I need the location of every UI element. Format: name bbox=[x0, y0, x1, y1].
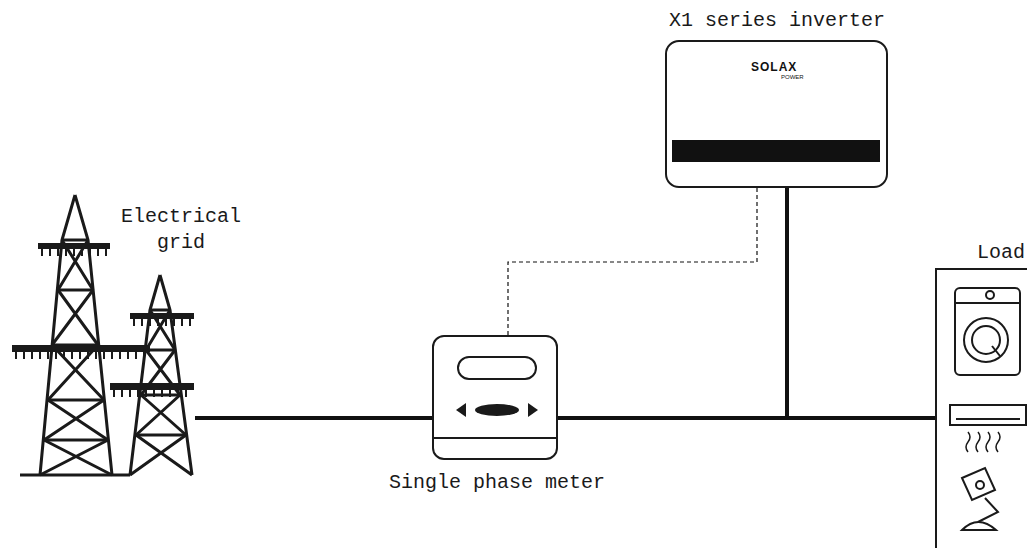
insulator-tick bbox=[57, 249, 59, 256]
right-tower-arms bbox=[110, 313, 194, 390]
insulator-tick bbox=[181, 319, 183, 326]
inverter-display bbox=[672, 140, 880, 162]
signal-cable bbox=[508, 188, 757, 335]
insulator-tick bbox=[105, 249, 107, 256]
lamp-icon bbox=[962, 468, 998, 530]
load-box: Load bbox=[935, 268, 1027, 548]
insulator-tick bbox=[169, 390, 171, 397]
insulator-tick bbox=[137, 390, 139, 397]
node-label: X1 series inverter bbox=[669, 8, 909, 34]
insulator-tick bbox=[49, 249, 51, 256]
air-flow-wave bbox=[996, 432, 1000, 452]
insulator-ticks bbox=[16, 249, 190, 397]
insulator-tick bbox=[47, 352, 49, 359]
insulator-tick bbox=[161, 390, 163, 397]
insulator-tick bbox=[23, 352, 25, 359]
large-tower bbox=[20, 195, 130, 475]
node-label: Single phase meter bbox=[374, 470, 620, 496]
brand-logo: SOLAX bbox=[751, 60, 797, 74]
insulator-tick bbox=[95, 352, 97, 359]
insulator-tick bbox=[103, 352, 105, 359]
insulator-tick bbox=[39, 352, 41, 359]
air-conditioner-icon bbox=[950, 405, 1026, 425]
air-flow-wave bbox=[986, 432, 990, 452]
insulator-tick bbox=[185, 390, 187, 397]
insulator-tick bbox=[145, 390, 147, 397]
insulator-tick bbox=[141, 319, 143, 326]
insulator-tick bbox=[173, 319, 175, 326]
insulator-tick bbox=[65, 249, 67, 256]
insulator-tick bbox=[135, 352, 137, 359]
insulator-tick bbox=[79, 352, 81, 359]
brand-subtext: POWER bbox=[781, 73, 804, 81]
insulator-tick bbox=[157, 319, 159, 326]
insulator-tick bbox=[31, 352, 33, 359]
insulator-tick bbox=[63, 352, 65, 359]
power-line bbox=[787, 188, 935, 418]
insulator-tick bbox=[189, 319, 191, 326]
air-flow-wave bbox=[976, 432, 980, 452]
insulator-tick bbox=[111, 352, 113, 359]
air-flow-waves bbox=[966, 432, 1000, 452]
insulator-tick bbox=[87, 352, 89, 359]
insulator-tick bbox=[127, 352, 129, 359]
air-flow-wave bbox=[966, 432, 970, 452]
insulator-tick bbox=[119, 352, 121, 359]
insulator-tick bbox=[113, 390, 115, 397]
insulator-tick bbox=[165, 319, 167, 326]
insulator-tick bbox=[149, 319, 151, 326]
grid-node: Electrical grid bbox=[5, 200, 195, 475]
node-label: Load bbox=[977, 240, 1027, 266]
insulator-tick bbox=[177, 390, 179, 397]
washing-machine-icon bbox=[955, 288, 1020, 375]
insulator-tick bbox=[55, 352, 57, 359]
node-label: Electrical grid bbox=[116, 204, 246, 256]
insulator-tick bbox=[73, 249, 75, 256]
insulator-tick bbox=[89, 249, 91, 256]
meter-box: Single phase meter bbox=[432, 335, 558, 460]
insulator-tick bbox=[97, 249, 99, 256]
insulator-tick bbox=[153, 390, 155, 397]
insulator-tick bbox=[121, 390, 123, 397]
power-line bbox=[195, 416, 432, 420]
insulator-tick bbox=[71, 352, 73, 359]
insulator-tick bbox=[133, 319, 135, 326]
insulator-tick bbox=[41, 249, 43, 256]
large-tower-arms bbox=[12, 243, 150, 352]
insulator-tick bbox=[81, 249, 83, 256]
meter-face bbox=[432, 357, 558, 438]
right-tower bbox=[130, 275, 192, 475]
insulator-tick bbox=[15, 352, 17, 359]
insulator-tick bbox=[143, 352, 145, 359]
insulator-tick bbox=[129, 390, 131, 397]
meter-dial bbox=[456, 403, 538, 417]
